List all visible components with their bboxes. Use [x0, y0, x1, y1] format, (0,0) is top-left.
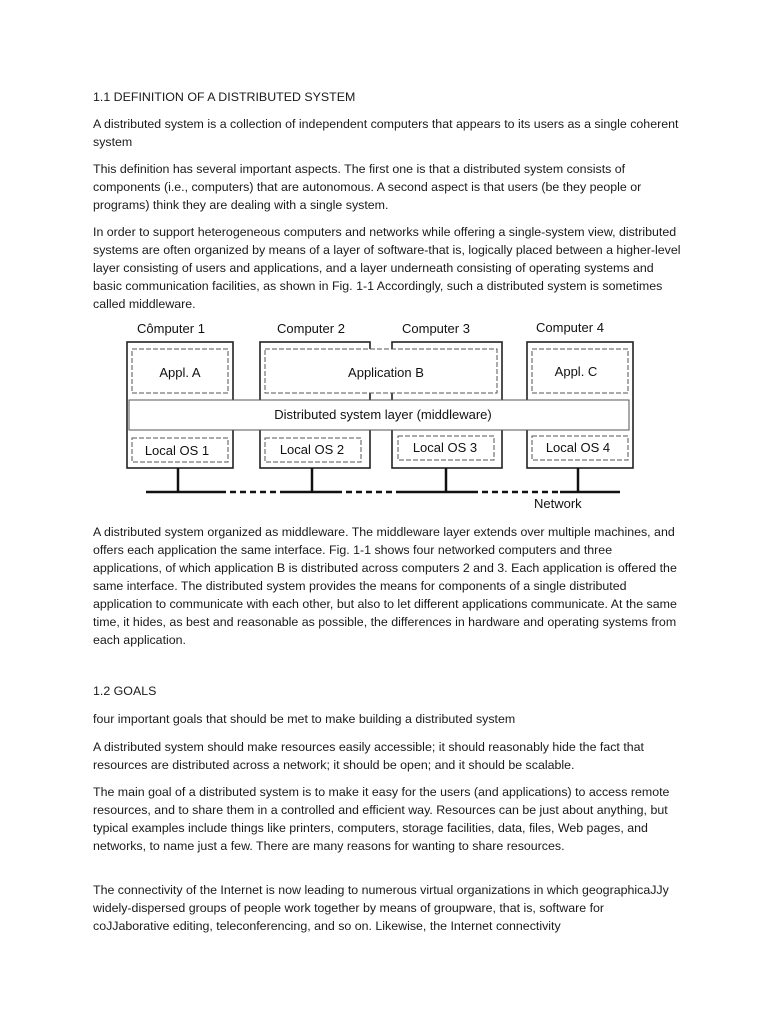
application-b-label: Application B [348, 365, 424, 380]
resources-paragraph: The main goal of a distributed system is… [93, 785, 670, 853]
computer-4-label: Computer 4 [536, 320, 604, 335]
section-2-heading: 1.2 GOALS [93, 684, 157, 698]
definition-paragraph: A distributed system is a collection of … [93, 117, 679, 149]
computer-3-label: Computer 3 [402, 321, 470, 336]
local-os-2-box [264, 437, 362, 463]
appl-a-box [131, 348, 229, 394]
computer-2-label: Computer 2 [277, 321, 345, 336]
network-line [146, 468, 620, 494]
computer-1-label: Cômputer 1 [137, 321, 205, 336]
middleware-diagram: Cômputer 1 Computer 2 Computer 3 Compute… [126, 320, 634, 511]
local-os-3-label: Local OS 3 [413, 440, 477, 455]
connectivity-paragraph: The connectivity of the Internet is now … [93, 883, 669, 933]
network-label: Network [534, 496, 582, 511]
local-os-4-label: Local OS 4 [546, 440, 610, 455]
local-os-1-label: Local OS 1 [145, 443, 209, 458]
middleware-layer-box [128, 399, 630, 431]
application-b-box [264, 348, 498, 394]
section-1-heading: 1.1 DEFINITION OF A DISTRIBUTED SYSTEM [93, 90, 356, 104]
goals-intro-paragraph: four important goals that should be met … [93, 712, 516, 726]
figure-caption: A distributed system organized as middle… [93, 525, 677, 647]
appl-a-label: Appl. A [159, 365, 201, 380]
appl-c-label: Appl. C [555, 364, 598, 379]
local-os-3-box [397, 435, 495, 461]
goals-summary-paragraph: A distributed system should make resourc… [93, 740, 644, 772]
local-os-1-box [131, 437, 229, 463]
aspects-paragraph: This definition has several important as… [93, 162, 642, 212]
middleware-label: Distributed system layer (middleware) [274, 407, 491, 422]
middleware-paragraph: In order to support heterogeneous comput… [93, 225, 681, 311]
appl-c-box [531, 348, 629, 394]
local-os-4-box [531, 435, 629, 461]
local-os-2-label: Local OS 2 [280, 442, 344, 457]
